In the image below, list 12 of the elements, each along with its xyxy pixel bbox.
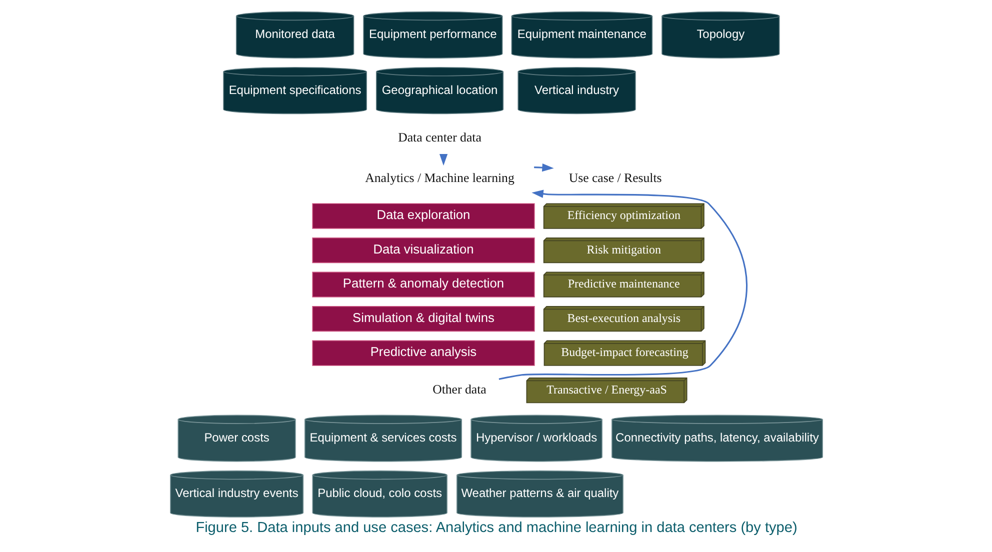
node-text: Analytics / Machine learning (364, 170, 514, 185)
node-text: Other data (432, 382, 486, 396)
arrow (498, 190, 747, 380)
node-box: Data exploration (312, 203, 534, 229)
node-box: Data visualization (312, 237, 534, 264)
caption: Figure 5. Data inputs and use cases: Analytics and machine learning in data centers (by type) (195, 520, 797, 536)
node-box: Pattern & anomaly detection (312, 272, 534, 298)
node-box: Predictive analysis (312, 340, 534, 366)
arrow (534, 163, 554, 172)
node-text: Data center data (398, 130, 481, 145)
node-text: Use case / Results (568, 170, 662, 185)
node-box: Simulation & digital twins (312, 306, 534, 332)
